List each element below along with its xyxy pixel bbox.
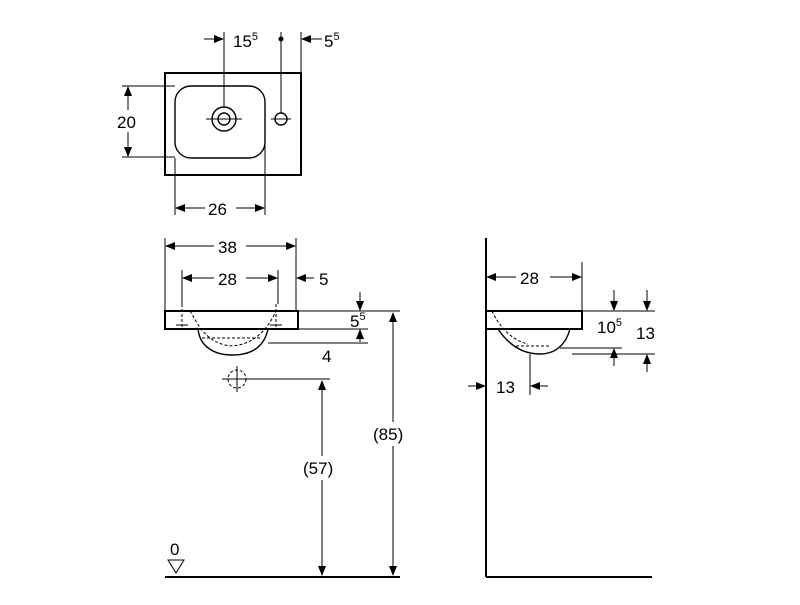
dim-depth-label: 20: [117, 113, 136, 132]
basin-outline-top: [164, 72, 302, 176]
waste-outlet-symbol: [222, 366, 252, 392]
bowl-hidden-line: [189, 310, 277, 347]
dim-bowl-width-label: 26: [208, 200, 227, 219]
dim-projection-label: 28: [520, 269, 539, 288]
tap-hole-symbol: [271, 112, 291, 126]
front-view: 38 28 5 55 4 (57) (85) 0: [164, 236, 414, 578]
dim-waste-height-label: (57): [303, 459, 333, 478]
dim-outer-height-label: 13: [636, 324, 655, 343]
dim-edge-offset-label: 55: [324, 31, 340, 51]
dim-tap-offset-label: 155: [233, 31, 258, 51]
dim-side-offset-label: 5: [319, 270, 328, 289]
side-view: 28 105 13 13: [468, 238, 655, 578]
dim-fixing-spacing-label: 28: [218, 270, 237, 289]
bowl-outline-top: [174, 85, 266, 159]
dim-waste-offset-label: 13: [496, 378, 515, 397]
basin-slab-front: [164, 310, 299, 330]
waste-outlet-symbol: [206, 106, 242, 132]
dim-inner-height-label: 105: [597, 317, 622, 337]
dim-rim-height-label: 55: [350, 311, 366, 331]
basin-slab-side: [485, 310, 583, 330]
dim-bowl-drop-label: 4: [322, 347, 331, 366]
floor-level-marker: [167, 559, 185, 574]
bowl-hidden-line: [491, 310, 529, 345]
dim-total-width-label: 38: [218, 238, 237, 257]
plan-view: 155 55 20 26: [113, 31, 340, 219]
dimension-dot: [278, 36, 284, 42]
floor-level-label: 0: [170, 540, 179, 559]
bowl-profile: [197, 328, 269, 356]
dim-rim-floor-label: (85): [373, 425, 403, 444]
bowl-profile-side: [497, 328, 571, 355]
